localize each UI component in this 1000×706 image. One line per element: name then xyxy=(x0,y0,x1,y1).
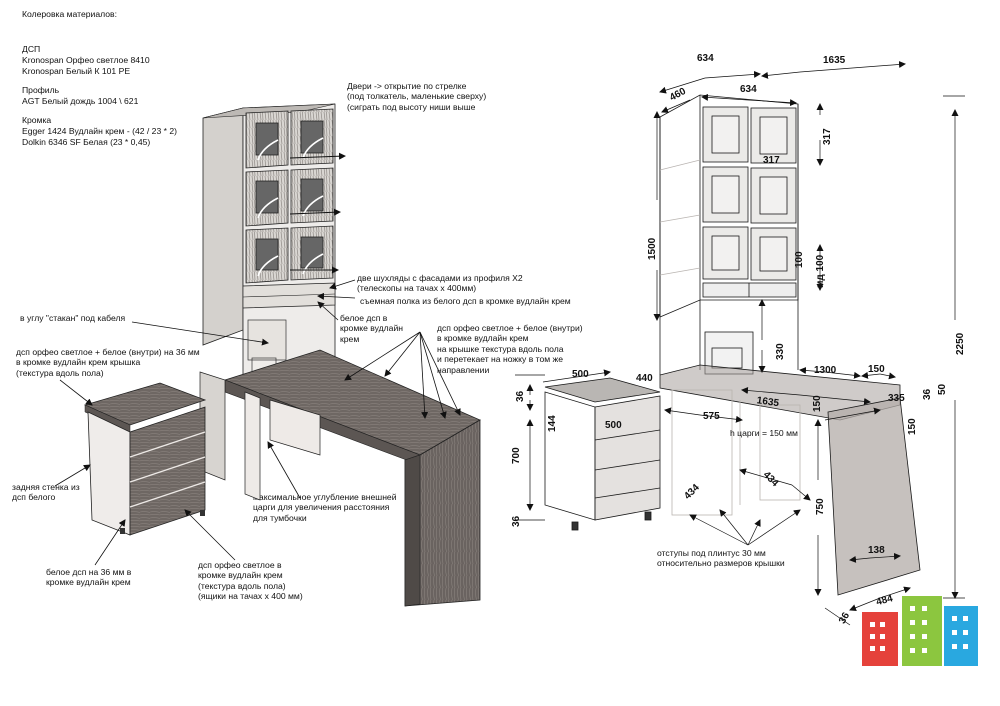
dim-1635-top: 1635 xyxy=(823,55,846,66)
pedestal-front xyxy=(129,406,206,536)
dim-138: 138 xyxy=(868,545,885,556)
watermark-logo xyxy=(862,596,978,666)
dim-36-r: 36 xyxy=(922,388,933,400)
desk-leg-outline xyxy=(827,397,921,596)
dim-700: 700 xyxy=(511,447,522,464)
hutch-side-panel xyxy=(202,107,244,346)
note-doors: Двери -> открытие по стрелке (под толкат… xyxy=(347,81,487,112)
dim-500-top: 500 xyxy=(572,369,589,380)
dim-150-a: 150 xyxy=(868,364,885,375)
dim-317-side: 317 xyxy=(822,128,833,145)
right-drawing xyxy=(544,94,921,596)
dim-330: 330 xyxy=(775,343,786,360)
dim-335: 335 xyxy=(888,393,905,404)
materials-edge-item-2: Dolkin 6346 SF Белая (23 * 0,45) xyxy=(22,137,151,147)
door-opening-arrows xyxy=(257,137,324,277)
dim-md100: мд 100 xyxy=(815,254,826,288)
materials-edge-label: Кромка xyxy=(22,115,52,125)
desk-inner-panel xyxy=(269,399,321,456)
note-max-recess: максимальное углубление внешней царги дл… xyxy=(253,492,397,523)
note-plinth-offset: отступы под плинтус 30 мм относительно р… xyxy=(657,548,785,569)
note-fronts: дсп орфео светлое в кромке вудлайн крем … xyxy=(198,560,303,602)
dim-100: 100 xyxy=(794,251,805,268)
dim-750: 750 xyxy=(815,498,826,515)
dimension-lines xyxy=(526,60,959,612)
note-white-dsp: белое дсп в кромке вудлайн крем xyxy=(340,313,403,344)
materials-profile-item-1: AGT Белый дождь 1004 \ 621 xyxy=(22,96,139,106)
pedestal-outline xyxy=(544,377,661,403)
dim-144: 144 xyxy=(547,415,558,432)
dim-434-b: 434 xyxy=(761,470,781,490)
dim-36-b: 36 xyxy=(837,610,852,626)
dim-36-l: 36 xyxy=(515,390,526,402)
niche-printer xyxy=(247,319,287,361)
dim-484: 484 xyxy=(875,593,894,608)
dim-1300: 1300 xyxy=(814,365,837,376)
dim-36-bl: 36 xyxy=(511,515,522,527)
dim-634-top: 634 xyxy=(697,53,714,64)
dimension-labels: 634 1635 460 634 317 317 1500 2250 100 м… xyxy=(511,53,966,626)
dim-1500: 1500 xyxy=(647,237,658,260)
note-removable-shelf: съемная полка из белого дсп в кромке вуд… xyxy=(360,296,571,306)
materials-edge-item-1: Egger 1424 Вудлайн крем - (42 / 23 * 2) xyxy=(22,126,177,136)
note-pedestal-top: дсп орфео светлое + белое (внутри) на 36… xyxy=(16,347,200,378)
dim-1635: 1635 xyxy=(756,395,780,409)
note-cable-cup: в углу "стакан" под кабеля xyxy=(20,313,126,323)
materials-dsp-item-2: Kronospan Белый К 101 PE xyxy=(22,66,131,76)
desk-support-panel xyxy=(244,391,261,501)
dim-317: 317 xyxy=(763,155,780,166)
dim-150-b: 150 xyxy=(812,395,823,412)
dim-50: 50 xyxy=(937,383,948,395)
pedestal-side xyxy=(87,411,131,536)
hutch-doors-outline xyxy=(702,106,797,281)
dim-2250: 2250 xyxy=(955,332,966,355)
materials-profile-label: Профиль xyxy=(22,85,60,95)
materials-dsp-item-1: Kronospan Орфео светлое 8410 xyxy=(22,55,150,65)
dim-500: 500 xyxy=(605,420,622,431)
tsarga-height-note: h царги = 150 мм xyxy=(730,428,798,438)
note-drawers: две шухляды с фасадами из профиля X2 (те… xyxy=(357,273,523,294)
hutch-doors xyxy=(245,108,334,284)
dim-434-a: 434 xyxy=(682,482,702,502)
dim-150-c: 150 xyxy=(907,418,918,435)
materials-dsp-label: ДСП xyxy=(22,44,41,54)
dim-634: 634 xyxy=(740,84,757,95)
dim-575: 575 xyxy=(703,411,720,422)
note-back-wall: задняя стенка из дсп белого xyxy=(12,482,80,503)
dim-440: 440 xyxy=(636,373,653,384)
materials-heading: Колеровка материалов: xyxy=(22,9,117,19)
note-white-36: белое дсп на 36 мм в кромке вудлайн крем xyxy=(46,567,132,588)
note-dsp-inner: дсп орфео светлое + белое (внутри) в кро… xyxy=(437,323,583,375)
left-render xyxy=(54,103,481,607)
